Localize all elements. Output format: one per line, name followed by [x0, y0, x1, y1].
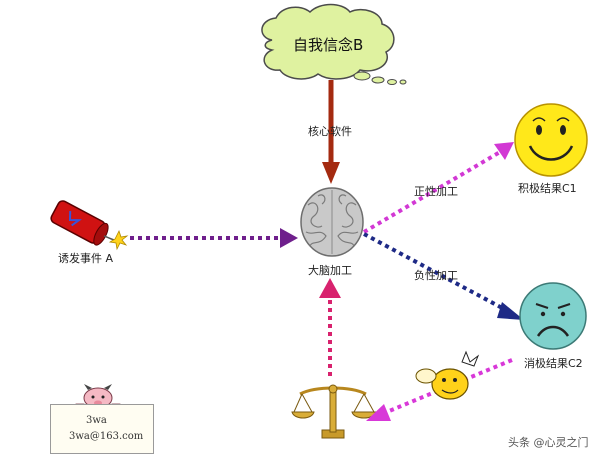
note-card: 3wa 3wa@163.com — [50, 404, 154, 454]
core-arrow-label: 核心软件 — [308, 125, 352, 138]
positive-arrow-label: 正性加工 — [414, 185, 458, 198]
belief-label: 自我信念B — [293, 36, 364, 54]
sad-face-icon — [519, 282, 587, 350]
core-arrow — [322, 80, 340, 184]
positive-arrow — [362, 142, 514, 234]
watermark: 头条 @心灵之门 — [508, 436, 589, 449]
bottom-arrow — [366, 358, 513, 421]
happy-face-icon — [514, 103, 588, 177]
trigger-label: 诱发事件 A — [58, 252, 114, 265]
brain-icon — [300, 187, 364, 257]
negative-result-label: 消极结果C2 — [524, 357, 583, 370]
negative-arrow — [363, 232, 524, 320]
cartoon-character-icon — [415, 350, 480, 400]
feedback-arrow — [319, 278, 341, 376]
note-name: 3wa — [86, 415, 107, 426]
belief-cloud — [261, 3, 407, 85]
brain-label: 大脑加工 — [308, 264, 352, 277]
note-email: 3wa@163.com — [69, 431, 144, 442]
trigger-arrow — [130, 228, 298, 248]
negative-arrow-label: 负性加工 — [414, 269, 458, 282]
positive-result-label: 积极结果C1 — [518, 182, 577, 195]
scales-icon — [291, 384, 377, 439]
dynamite-icon — [50, 200, 129, 251]
